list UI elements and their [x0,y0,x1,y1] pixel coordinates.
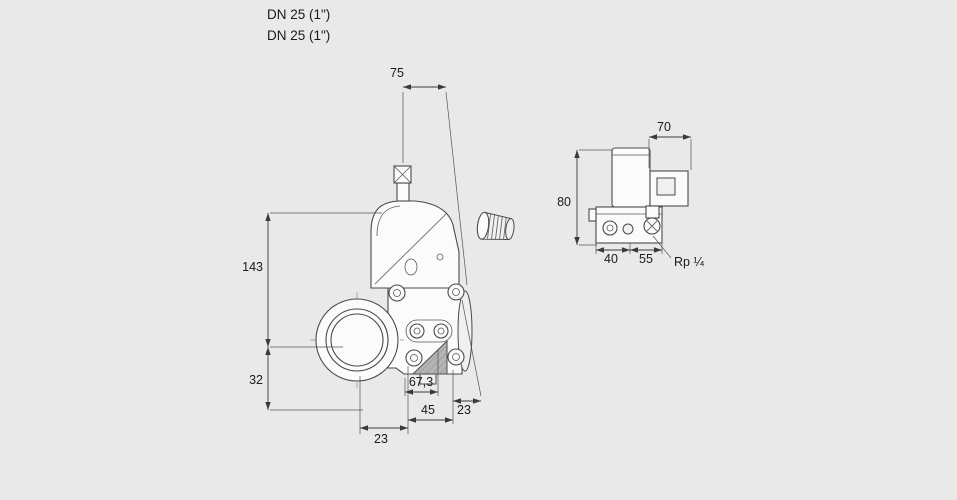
bolt-bosses [388,283,465,367]
solenoid-cylinder [611,147,651,208]
side-port-hole [606,224,614,232]
side-view-dimensions: 70 80 40 55 Rp ¼ [557,120,704,269]
dimension-67-3: 67,3 [404,350,439,396]
center-boss-plate [405,319,453,343]
dimension-40: 40 [595,243,631,266]
cable-gland-cross-2 [646,220,658,232]
section-wedge-hatch [413,341,447,374]
dn-connection-label-1: DN 25 (1") [267,7,331,22]
side-view-drawing [588,147,689,244]
dim-label-75: 75 [390,66,404,80]
dome-pin-detail [436,253,444,261]
dim-label-23-left: 23 [374,432,388,446]
dim-label-80: 80 [557,195,571,209]
inlet-flange-outer [315,298,399,382]
inlet-flange-thread [330,313,384,367]
dimension-45: 45 [408,370,454,424]
dim-label-40: 40 [604,252,618,266]
dimension-23-right: 23 [453,299,482,417]
connector-inner-square [656,177,676,196]
main-view-dimensions: 75 143 32 23 45 [242,66,482,446]
dim-label-32: 32 [249,373,263,387]
dim-label-143: 143 [242,260,263,274]
dimension-55: 55 [630,243,663,266]
dimension-143: 143 [242,212,382,348]
dome-inner-contour [376,205,401,237]
dome-oval-detail [404,258,418,276]
dim-label-67-3: 67,3 [409,375,433,389]
dimension-32: 32 [249,347,363,411]
dimension-70: 70 [648,120,692,170]
side-port-small [622,223,634,235]
dimension-75: 75 [390,66,468,286]
inlet-flange-bore [325,308,389,372]
spindle-neck [396,182,410,202]
dimension-80: 80 [557,149,613,246]
dim-label-45: 45 [421,403,435,417]
block-left-tab [588,208,597,222]
dim-label-55: 55 [639,252,653,266]
dn-connection-label-2: DN 25 (1") [267,28,331,43]
thread-label-rp14: Rp ¼ [674,255,704,269]
dome-seam-line [374,212,448,285]
cable-gland-neck [645,205,660,219]
dim-label-23-right: 23 [457,403,471,417]
main-view-drawing [310,165,515,388]
coupling-part [476,211,515,241]
side-port-circle [602,220,618,236]
thread-callout: Rp ¼ [652,235,704,269]
dim-label-70: 70 [657,120,671,134]
spindle-cap-cross-2 [393,165,412,184]
bottom-plug [419,373,437,385]
